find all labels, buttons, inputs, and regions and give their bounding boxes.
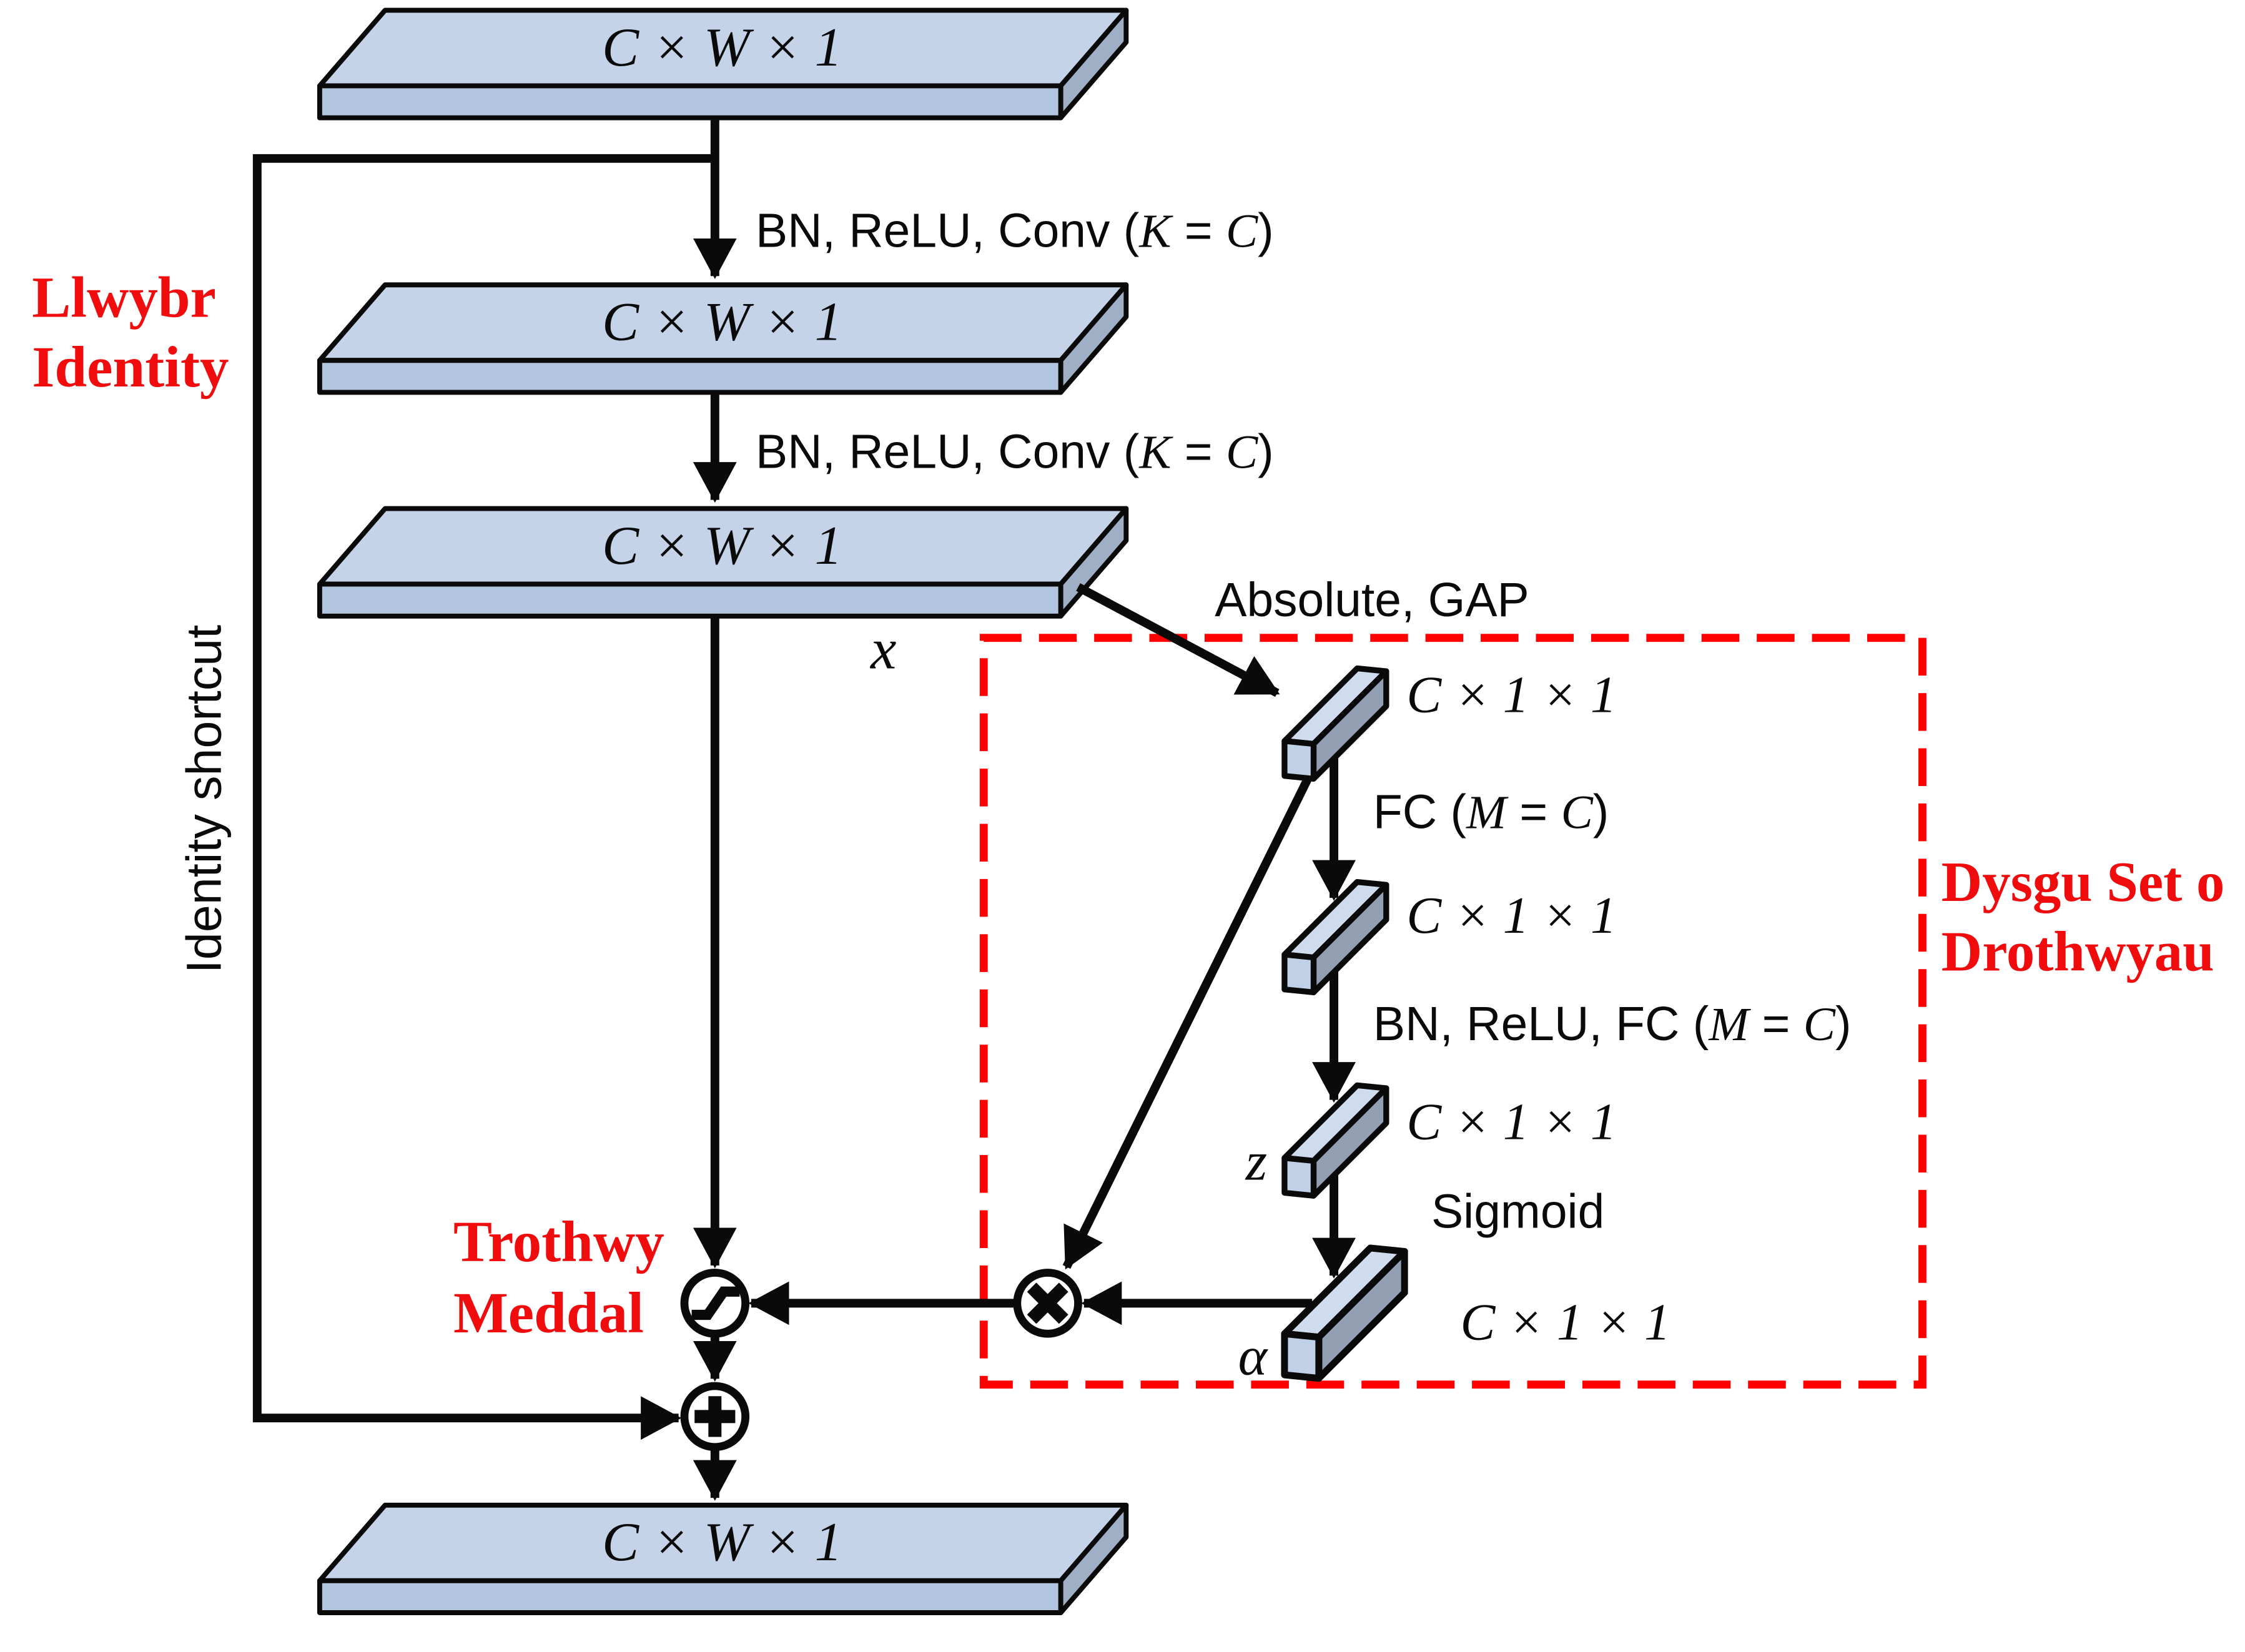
absolute-gap-label: Absolute, GAP [1215, 573, 1529, 627]
vector-fc1 [1281, 878, 1389, 996]
conv1-label: BN, ReLU, Conv (K = C) [756, 204, 1274, 258]
soft-threshold-icon [691, 1286, 740, 1320]
vector-dims-3: C × 1 × 1 [1406, 1093, 1616, 1151]
fc-label: FC (M = C) [1373, 785, 1609, 838]
slab-front-face [317, 1578, 1063, 1615]
bar-end-face [1281, 1155, 1317, 1199]
vector-gap [1281, 665, 1389, 782]
slab-front-face [317, 83, 1063, 120]
conv2-label: BN, ReLU, Conv (K = C) [756, 425, 1274, 478]
multiply-op [1013, 1269, 1082, 1338]
bn-relu-fc-label: BN, ReLU, FC (M = C) [1373, 997, 1852, 1051]
gap-to-multiply-arrow [1062, 774, 1313, 1270]
soft-threshold-line2: Meddal [453, 1281, 644, 1345]
feature-map-x: C × W × 1 [317, 506, 1129, 619]
times-icon [1027, 1282, 1068, 1324]
absolute-gap-arrow [1076, 583, 1280, 697]
var-z-label: z [1245, 1131, 1267, 1192]
var-alpha-label: α [1238, 1325, 1268, 1387]
identity-path-line2: Identity [32, 335, 229, 400]
soft-threshold-annotation: Trothwy Meddal [453, 1210, 664, 1345]
identity-shortcut-line [252, 154, 715, 1440]
threshold-learning-line2: Drothwyau [1942, 920, 2214, 983]
bar-end-face [1281, 951, 1317, 996]
threshold-learning-dashed-box [979, 634, 1927, 1389]
vector-z [1281, 1082, 1389, 1199]
feature-map-output: C × W × 1 [317, 1502, 1129, 1615]
threshold-learning-annotation: Dysgu Set o Drothwyau [1942, 850, 2225, 983]
threshold-learning-line1: Dysgu Set o [1942, 850, 2225, 913]
add-op [680, 1382, 750, 1452]
var-x-label: x [869, 617, 896, 682]
feature-map-dims: C × W × 1 [602, 292, 842, 353]
identity-path-line1: Llwybr [32, 265, 216, 330]
identity-shortcut-label: Identity shortcut [176, 625, 232, 973]
identity-path-annotation: Llwybr Identity [32, 265, 229, 400]
soft-threshold-line1: Trothwy [453, 1210, 664, 1274]
feature-map-input: C × W × 1 [317, 7, 1129, 120]
vector-alpha [1281, 1244, 1408, 1382]
slab-front-face [317, 358, 1063, 395]
slab-front-face [317, 581, 1063, 619]
vector-dims-4: C × 1 × 1 [1460, 1294, 1670, 1352]
vector-dims-2: C × 1 × 1 [1406, 887, 1616, 945]
feature-map-mid1: C × W × 1 [317, 282, 1129, 395]
feature-map-dims: C × W × 1 [602, 17, 842, 78]
feature-map-dims: C × W × 1 [602, 1512, 842, 1573]
soft-threshold-op [680, 1269, 750, 1338]
sigmoid-label: Sigmoid [1431, 1184, 1604, 1238]
feature-map-dims: C × W × 1 [602, 515, 842, 576]
bar-end-face [1281, 1330, 1323, 1382]
plus-icon [694, 1396, 736, 1437]
bar-end-face [1281, 738, 1317, 782]
vector-dims-1: C × 1 × 1 [1406, 666, 1616, 724]
